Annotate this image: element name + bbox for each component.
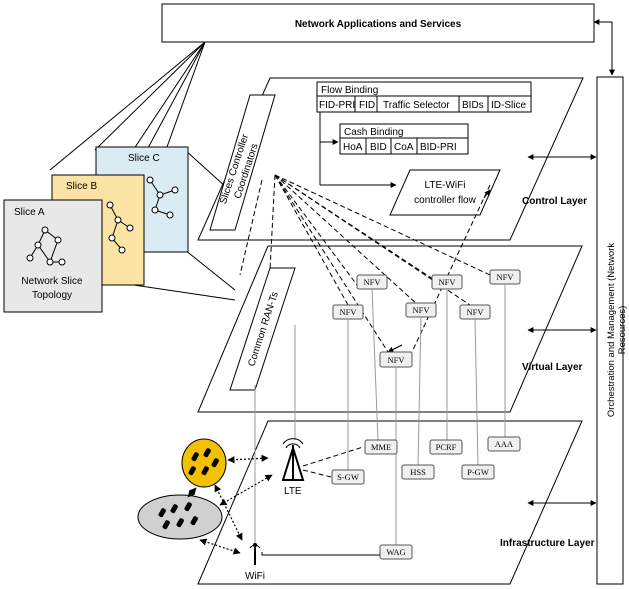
sgw-label: S-GW [337,472,359,482]
controller-arrow [483,189,491,199]
pcrf-label: PCRF [436,442,457,452]
slice-topology-label-2: Topology [32,290,72,301]
nfv-group: NFV NFV NFV NFV NFV NFV NFV [332,269,521,368]
flow-binding-cell: BIDs [462,100,484,111]
hss-label: HSS [410,467,426,477]
slices-controller-box [209,94,276,231]
controller-flow-label-1: LTE-WiFi [425,180,466,191]
cash-binding-cell: BID [370,142,387,153]
flow-binding-title: Flow Binding [321,85,378,96]
flow-binding-cell: ID-Slice [491,100,526,111]
cash-binding-cell: BID-PRI [420,142,457,153]
nfv-label: NFV [466,307,484,317]
slice-a-card [3,199,103,313]
cash-binding-cell: HoA [343,142,363,153]
infra-nodes: MME PCRF AAA S-GW HSS P-GW WAG [331,436,521,560]
wag-label: WAG [386,547,405,557]
ue-access-links [187,454,273,555]
nfv-arrow [387,344,403,353]
wag-box [379,544,413,560]
applications-services-box [161,3,595,43]
aaa-label: AAA [495,439,514,449]
sgw-box [331,469,365,485]
banner-slice-line [94,41,206,151]
cash-binding-title: Cash Binding [344,127,403,138]
lte-tower-icon [281,438,305,481]
flow-binding-table: Flow Binding FID-PRI FID Traffic Selecto… [316,81,532,113]
lte-label: LTE [284,486,302,497]
ue-cluster-gray [137,494,223,540]
slice-a-label: Slice A [14,207,45,218]
mme-label: MME [371,442,391,452]
cash-binding-table: Cash Binding HoA BID CoA BID-PRI [339,123,469,155]
mme-box [364,439,398,455]
nfv-infra-links [254,284,506,545]
nfv-label: NFV [412,305,430,315]
orchestration-label-1: Orchestration and Management (Network [606,243,617,417]
slice-b-label: Slice B [66,181,97,192]
orchestration-label-2: Resources) [617,306,628,355]
slice-c-label: Slice C [128,153,160,164]
slice-topology-label-1: Network Slice [21,276,83,287]
flow-binding-cell: Traffic Selector [383,100,450,111]
lte-mme-link [302,446,364,467]
wifi-antenna-icon [249,543,261,565]
pgw-label: P-GW [467,467,489,477]
flow-binding-cell: FID-PRI [319,100,355,111]
hss-box [401,464,435,480]
nfv-label: NFV [387,355,405,365]
phone-icon [188,448,219,476]
control-layer-label: Control Layer [522,196,587,207]
aaa-box [487,436,521,452]
cash-binding-cell: CoA [394,142,414,153]
slice-a: Slice A Network Slice Topology [3,199,103,313]
virtual-layer-plane [197,245,583,413]
pgw-box [461,464,495,480]
nfv-label: NFV [496,272,514,282]
slice-plane-line [184,249,236,291]
wifi-label: WiFi [245,571,265,582]
orchestration-box [596,76,624,585]
nfv-label: NFV [363,277,381,287]
nfv-label: NFV [438,277,456,287]
lte-sgw-link [302,469,332,478]
pcrf-box [429,439,463,455]
infrastructure-layer-label: Infrastructure Layer [500,538,595,549]
virtual-layer-label: Virtual Layer [522,362,583,373]
controller-flow-label-2: controller flow [414,195,476,206]
ue-cluster-yellow [181,438,227,488]
banner-orchestration-arrow [593,19,615,76]
wifi-wag-link [261,552,380,556]
lte-wifi-controller-box [389,169,501,216]
banner-slice-line [49,41,206,171]
flow-binding-cell: FID [359,100,375,111]
phone-icon [158,502,198,530]
nfv-label: NFV [339,307,357,317]
coordinator-dashed-links [239,174,491,353]
applications-services-label: Network Applications and Services [295,19,462,30]
